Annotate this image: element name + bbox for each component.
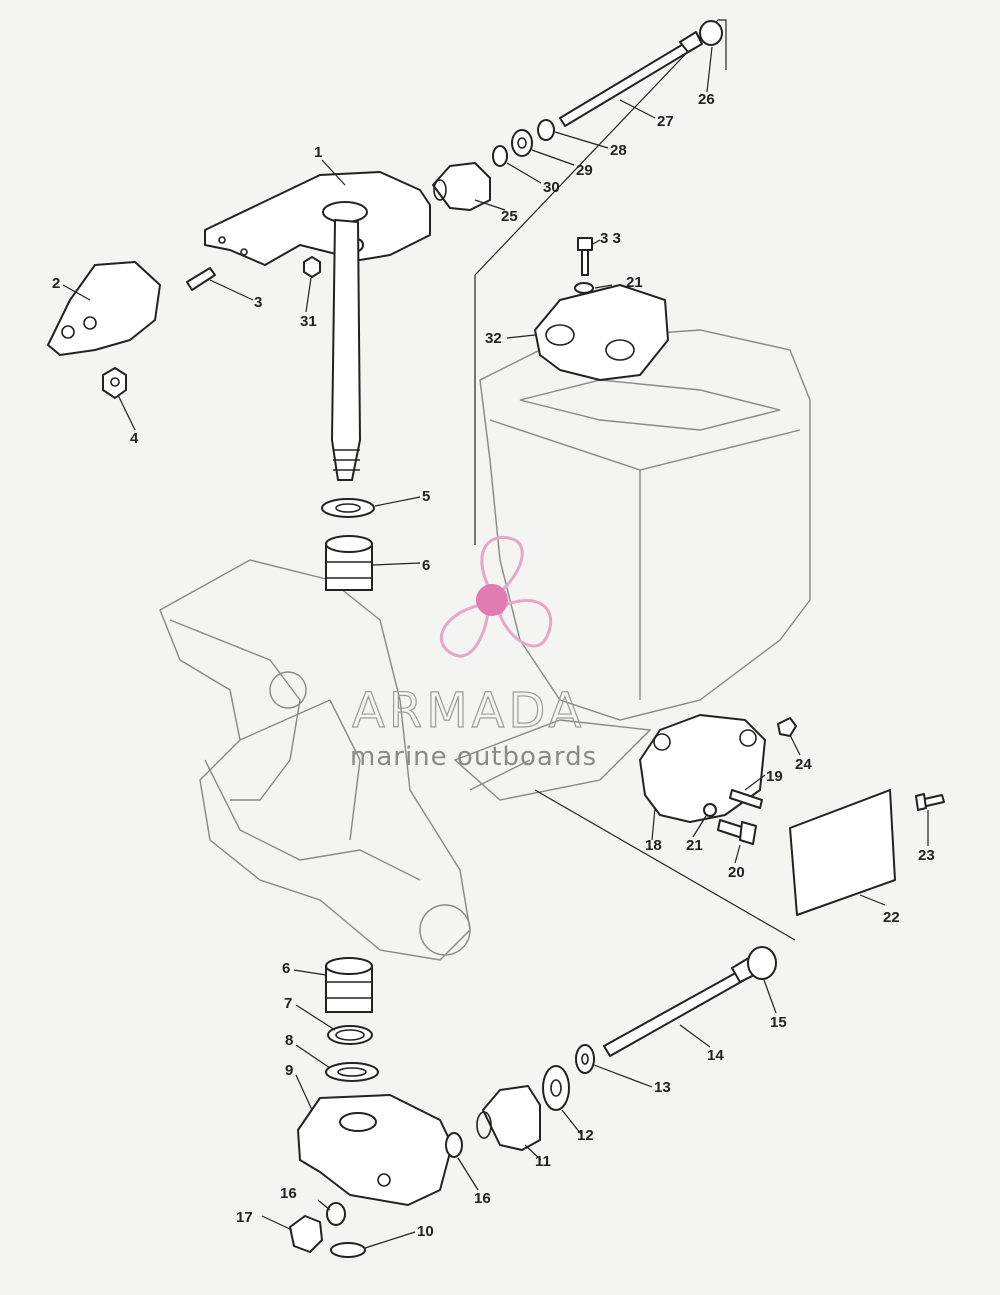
callout-14: 14 (707, 1047, 724, 1064)
callout-8: 8 (285, 1032, 293, 1049)
callout-19: 19 (766, 768, 783, 785)
frame-line-lower (534, 789, 796, 941)
callout-12: 12 (577, 1127, 594, 1144)
snap-ring-part-10 (330, 1242, 366, 1258)
callout-1: 1 (314, 144, 322, 161)
clamp-part-32 (534, 284, 669, 381)
callout-17: 17 (236, 1209, 253, 1226)
bolt-part-20 (717, 819, 757, 845)
rubber-mount-part-11 (476, 1085, 541, 1151)
screw-part-24 (777, 717, 797, 737)
callout-16-right: 16 (474, 1190, 491, 1207)
washer-part-16a (326, 1202, 346, 1226)
callout-31: 31 (300, 313, 317, 330)
washer-part-30 (492, 145, 508, 167)
steering-shaft-part (331, 219, 361, 481)
callout-30: 30 (543, 179, 560, 196)
callout-21-lower: 21 (686, 837, 703, 854)
callout-23: 23 (918, 847, 935, 864)
bolt-part-27 (559, 31, 703, 127)
callout-15: 15 (770, 1014, 787, 1031)
leader-lines (62, 46, 929, 1249)
callout-18: 18 (645, 837, 662, 854)
bushing-part-6-lower (325, 957, 373, 1013)
callout-20: 20 (728, 864, 745, 881)
lower-yoke-part (297, 1094, 453, 1206)
armada-logo-watermark: ARMADA marine outboards (350, 536, 597, 772)
callout-labels: 1 2 3 4 5 6 6 7 8 9 10 11 12 13 14 15 16… (52, 91, 935, 1240)
pad-part-22 (789, 789, 896, 916)
washer-part-13 (575, 1044, 595, 1074)
plate-part-29 (511, 129, 533, 157)
callout-22: 22 (883, 909, 900, 926)
nut-part-26 (699, 20, 723, 46)
washer-part-21a (703, 803, 717, 817)
plate-part-12 (542, 1065, 570, 1111)
nut-part-4 (102, 367, 127, 399)
propeller-icon (439, 536, 553, 658)
callout-2: 2 (52, 275, 60, 292)
washer-part-8 (325, 1062, 379, 1082)
callout-25: 25 (501, 208, 518, 225)
nut-part-31 (303, 256, 321, 278)
rubber-mount-part-25 (432, 162, 491, 211)
lock-assembly-part-18 (639, 714, 766, 823)
callout-24: 24 (795, 756, 812, 773)
stud-part (186, 267, 216, 291)
callout-29: 29 (576, 162, 593, 179)
callout-28: 28 (610, 142, 627, 159)
bolt-part-14 (603, 955, 761, 1057)
washer-part-5 (321, 498, 375, 518)
bracket-part (47, 261, 161, 356)
callout-33: 3 3 (600, 230, 621, 247)
spring-bolt-part-19 (729, 789, 763, 809)
callout-27: 27 (657, 113, 674, 130)
upper-swivel-head-part (204, 171, 431, 266)
swivel-bracket-ghost (159, 559, 471, 961)
callout-32: 32 (485, 330, 502, 347)
cap-nut-part-17 (289, 1215, 323, 1253)
washer-part-28 (537, 119, 555, 141)
washer-part-16b (445, 1132, 463, 1158)
callout-7: 7 (284, 995, 292, 1012)
callout-4: 4 (130, 430, 139, 447)
callout-3: 3 (254, 294, 262, 311)
callout-6-upper: 6 (422, 557, 430, 574)
screw-part-23 (915, 793, 945, 811)
brand-wordmark: ARMADA (352, 683, 585, 739)
bolt-part-33 (577, 237, 593, 276)
callout-5: 5 (422, 488, 430, 505)
callout-9: 9 (285, 1062, 293, 1079)
callout-16-left: 16 (280, 1185, 297, 1202)
callout-11: 11 (535, 1153, 551, 1170)
ring-part-7 (327, 1025, 373, 1045)
bushing-part-6-upper (325, 535, 373, 591)
brand-tagline: marine outboards (350, 742, 597, 772)
callout-26: 26 (698, 91, 715, 108)
callout-10: 10 (417, 1223, 434, 1240)
nut-part-15 (747, 946, 777, 980)
frame-line-upper (474, 19, 727, 276)
callout-13: 13 (654, 1079, 671, 1096)
callout-21-upper: 21 (626, 274, 643, 291)
callout-6-lower: 6 (282, 960, 290, 977)
